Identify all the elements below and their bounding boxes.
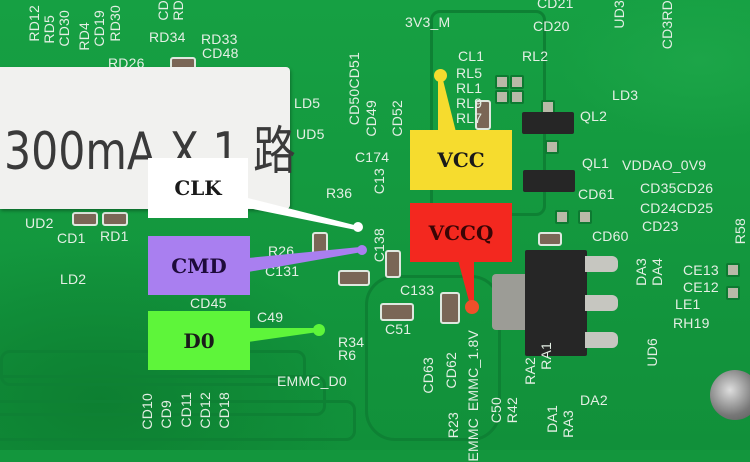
- silkscreen-label: 3V3_M: [405, 14, 451, 30]
- silkscreen-label: RD1: [100, 228, 129, 244]
- pad: [495, 90, 509, 104]
- silkscreen-label: RD34: [149, 29, 186, 45]
- voltage-regulator-ud6: [525, 250, 587, 356]
- silkscreen-label: C133: [400, 282, 435, 298]
- silkscreen-label: RL5: [456, 65, 483, 81]
- clk-label: CLK: [174, 176, 222, 200]
- clk-pointer: [240, 196, 358, 230]
- transistor-ql1: [523, 170, 575, 192]
- silkscreen-label: RL2: [522, 48, 549, 64]
- silkscreen-label: RD33: [201, 31, 238, 47]
- vccq-label: VCCQ: [428, 220, 494, 245]
- clk-callout: CLK: [148, 158, 248, 218]
- silkscreen-label: CD21: [537, 0, 574, 11]
- silkscreen-label: CD35CD26: [640, 180, 714, 196]
- silkscreen-label: CL1: [458, 48, 485, 64]
- vcc-label: VCC: [437, 148, 485, 172]
- silkscreen-label: RH19: [673, 315, 710, 331]
- pad: [578, 210, 592, 224]
- silkscreen-label: RL7: [456, 110, 483, 126]
- silkscreen-label: LE1: [675, 296, 701, 312]
- silkscreen-label: CD24CD25: [640, 200, 714, 216]
- silkscreen-label: RD26: [108, 55, 145, 71]
- silkscreen-label: VDDAO_0V9: [622, 157, 707, 173]
- transistor-ql2: [522, 112, 574, 134]
- silkscreen-label: EMMC_D0: [277, 373, 347, 389]
- silkscreen-label: LD3: [612, 87, 639, 103]
- silkscreen-label: UD2: [25, 215, 54, 231]
- cmd-test-point: [357, 245, 367, 255]
- resistor: [72, 212, 98, 226]
- d0-callout: D0: [148, 311, 250, 370]
- trace: [0, 400, 356, 441]
- silkscreen-label: R36: [326, 185, 353, 201]
- vccq-pointer: [458, 260, 474, 305]
- trace: [0, 375, 326, 416]
- silkscreen-label: CD23: [642, 218, 679, 234]
- silkscreen-label: CD60: [592, 228, 629, 244]
- screw-hole: [710, 370, 750, 420]
- pad: [545, 140, 559, 154]
- silkscreen-label: CE13: [683, 262, 719, 278]
- capacitor: [440, 292, 460, 324]
- silkscreen-label: CD1: [57, 230, 86, 246]
- capacitor: [380, 303, 414, 321]
- silkscreen-label: RL9: [456, 95, 483, 111]
- silkscreen-label: C51: [385, 321, 412, 337]
- silkscreen-label: CD20: [533, 18, 570, 34]
- vcc-pointer: [438, 76, 456, 132]
- vccq-callout: VCCQ: [410, 203, 512, 262]
- regulator-pin: [585, 295, 618, 311]
- silkscreen-label: CD61: [578, 186, 615, 202]
- silkscreen-label: LD5: [294, 95, 321, 111]
- silkscreen-label: CD48: [202, 45, 239, 61]
- cmd-pointer: [248, 247, 362, 272]
- pad: [726, 286, 740, 300]
- silkscreen-label: R6: [338, 347, 357, 363]
- silkscreen-label: UD5: [296, 126, 325, 142]
- cmd-label: CMD: [171, 253, 227, 278]
- regulator-pin: [585, 332, 618, 348]
- silkscreen-label: R34: [338, 334, 365, 350]
- vcc-test-point: [434, 69, 447, 82]
- silkscreen-label: CD45: [190, 295, 227, 311]
- silkscreen-label: DA2: [580, 392, 608, 408]
- d0-label: D0: [183, 328, 215, 353]
- d0-pointer: [248, 328, 318, 342]
- regulator-pin: [585, 256, 618, 272]
- silkscreen-label: CE12: [683, 279, 719, 295]
- capacitor: [385, 250, 401, 278]
- trace: [365, 275, 501, 441]
- resistor: [475, 100, 491, 130]
- vcc-callout: VCC: [410, 130, 512, 190]
- cmd-callout: CMD: [148, 236, 250, 295]
- silkscreen-label: QL1: [582, 155, 610, 171]
- pad: [510, 75, 524, 89]
- pad: [726, 263, 740, 277]
- pad: [510, 90, 524, 104]
- silkscreen-label: C174: [355, 149, 390, 165]
- silkscreen-label: LD2: [60, 271, 87, 287]
- resistor: [102, 212, 128, 226]
- silkscreen-label: RL1: [456, 80, 483, 96]
- pad: [555, 210, 569, 224]
- silkscreen-label: C49: [257, 309, 284, 325]
- vccq-test-point: [465, 300, 479, 314]
- capacitor: [338, 270, 370, 286]
- silkscreen-label: QL2: [580, 108, 608, 124]
- capacitor: [538, 232, 562, 246]
- clk-test-point: [353, 222, 363, 232]
- d0-test-point: [313, 324, 325, 336]
- callout-pointers: [240, 76, 474, 342]
- pad: [495, 75, 509, 89]
